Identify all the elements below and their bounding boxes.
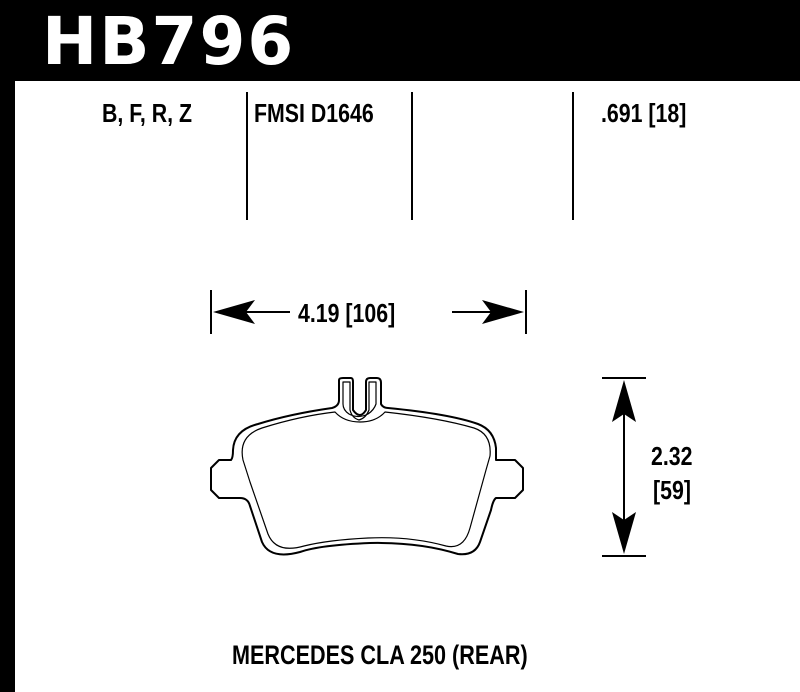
header-bar xyxy=(0,0,800,81)
brake-pad-outline xyxy=(210,377,524,556)
pad-thickness: .691 [18] xyxy=(601,98,687,128)
divider-line-2 xyxy=(411,92,413,220)
compound-codes: B, F, R, Z xyxy=(102,98,193,128)
height-dimension-mm: [59] xyxy=(653,475,691,505)
vehicle-application: MERCEDES CLA 250 (REAR) xyxy=(232,640,528,670)
height-dimension-inches: 2.32 xyxy=(651,441,693,471)
width-dimension-label: 4.19 [106] xyxy=(298,298,396,328)
divider-line-1 xyxy=(246,92,248,220)
height-dimension-arrow xyxy=(602,377,646,557)
left-border xyxy=(0,0,15,692)
part-number-title: HB796 xyxy=(42,3,296,80)
fmsi-number: FMSI D1646 xyxy=(254,98,374,128)
width-dimension-arrow xyxy=(210,290,527,334)
divider-line-3 xyxy=(572,92,574,220)
